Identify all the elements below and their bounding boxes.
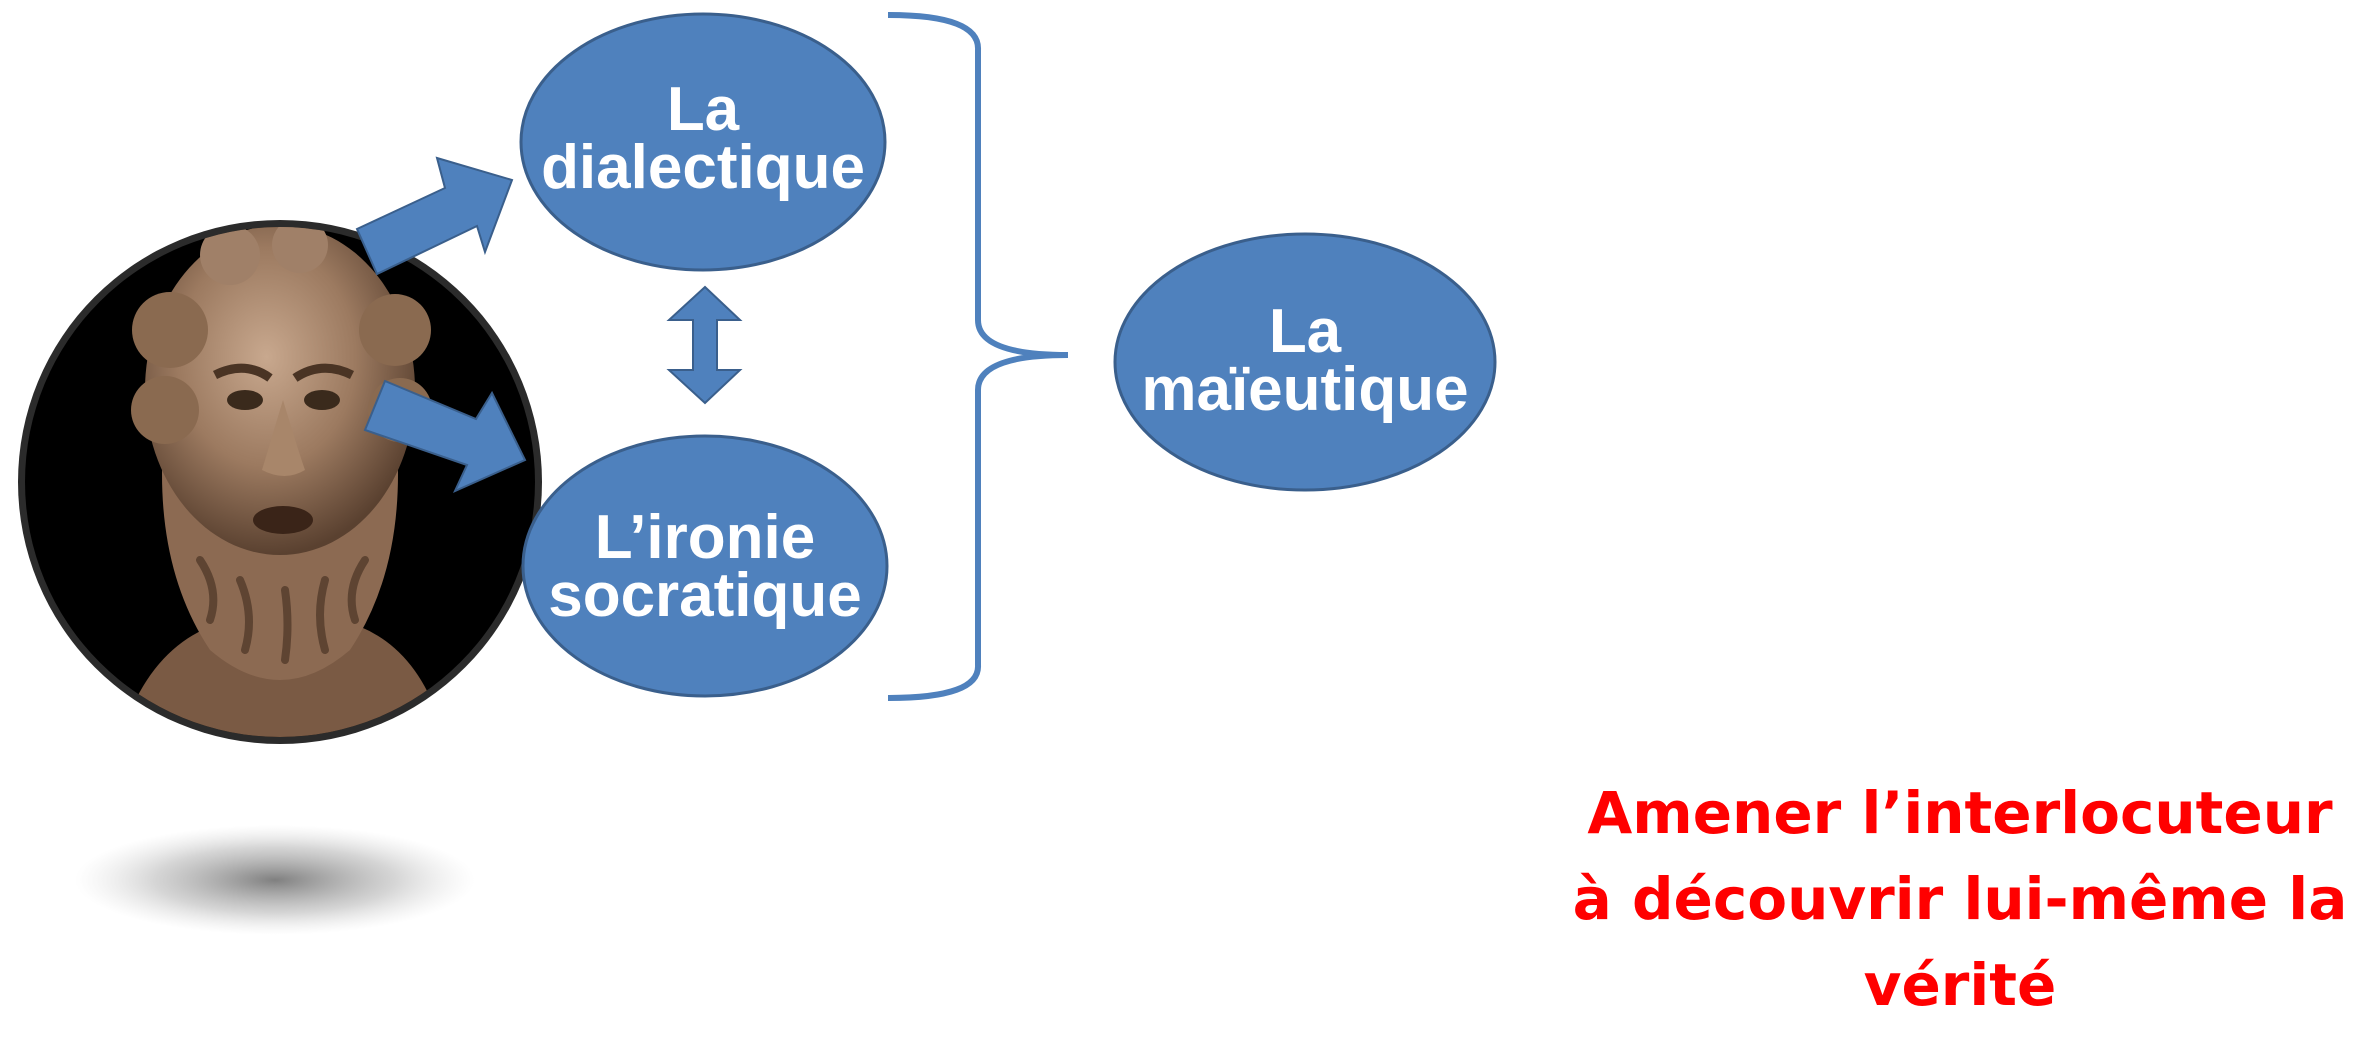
node-maieutique-line2: maïeutique	[1141, 355, 1468, 424]
portrait-shadow	[75, 825, 475, 935]
node-dialectique-line2: dialectique	[541, 133, 865, 202]
bust-icon	[120, 227, 445, 737]
node-dialectique-line1: La	[667, 75, 740, 144]
grouping-brace-icon	[887, 12, 1069, 701]
node-ironie: L’ironie socratique	[521, 434, 889, 698]
bidirectional-arrow-icon	[666, 285, 743, 405]
node-maieutique-line1: La	[1269, 297, 1342, 366]
maieutique-definition: Amener l’interlocuteur à découvrir lui-m…	[1572, 779, 2348, 1019]
node-ironie-line2: socratique	[548, 561, 862, 630]
arrow-to-ironie-icon	[363, 379, 527, 493]
node-maieutique: La maïeutique	[1113, 232, 1497, 492]
socrates-portrait	[18, 220, 542, 744]
node-ironie-line1: L’ironie	[595, 503, 815, 572]
arrow-to-dialectique-icon	[355, 156, 514, 276]
node-dialectique: La dialectique	[519, 12, 887, 272]
